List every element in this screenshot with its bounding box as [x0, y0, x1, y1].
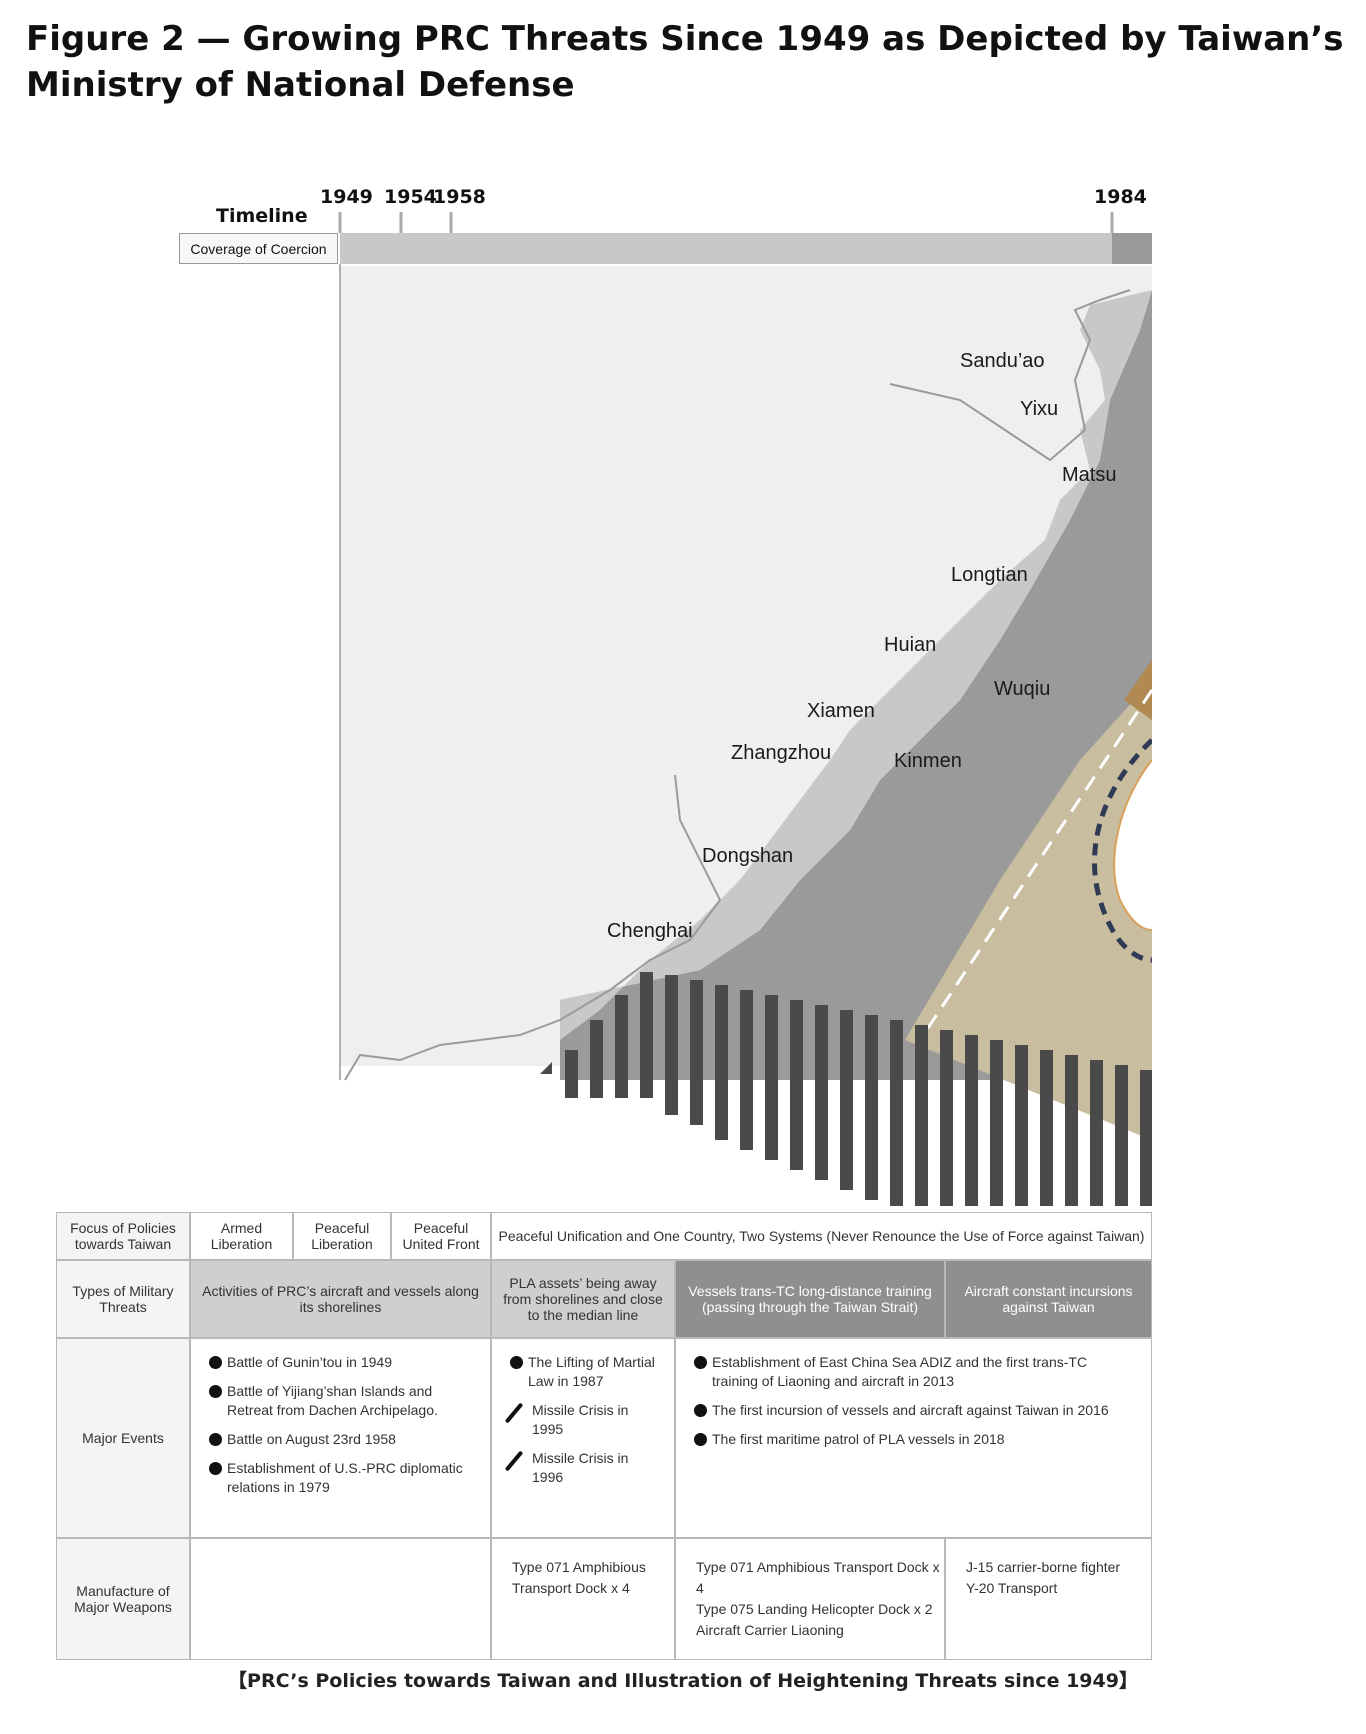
median-line: [918, 689, 1152, 1041]
threat-trans-tc: Vessels trans-TC long-distance training …: [675, 1260, 945, 1338]
row-head-threats: Types of Military Threats: [56, 1260, 190, 1338]
place-kinmen: Kinmen: [894, 750, 962, 772]
coverage-bar: [340, 233, 1112, 264]
row-head-weapons: Manufacture of Major Weapons: [56, 1538, 190, 1660]
bronze-zone: [1124, 660, 1152, 720]
row-head-events: Major Events: [56, 1338, 190, 1538]
figure-title: Figure 2 — Growing PRC Threats Since 194…: [26, 19, 1344, 105]
events-col1: Battle of Gunin’tou in 1949 Battle of Yi…: [190, 1338, 491, 1538]
event-item: Battle on August 23rd 1958: [209, 1430, 472, 1449]
adiz-boundary: [1092, 738, 1152, 963]
taiwan-zone: [905, 680, 1152, 1140]
weapon-item: J-15 carrier-borne fighter: [966, 1559, 1121, 1575]
policy-armed: Armed Liberation: [190, 1212, 293, 1260]
row-events: Major Events Battle of Gunin’tou in 1949…: [56, 1338, 1152, 1538]
events-col2: The Lifting of Martial Law in 1987 Missi…: [491, 1338, 675, 1538]
threat-shorelines: Activities of PRC’s aircraft and vessels…: [190, 1260, 491, 1338]
weapons-col3a: Type 071 Amphibious Transport Dock x 4 T…: [675, 1538, 945, 1660]
place-matsu: Matsu: [1062, 464, 1117, 486]
threat-map-graphic: [338, 212, 1152, 1206]
threat-stripes: [540, 972, 1152, 1206]
event-item: The first maritime patrol of PLA vessels…: [694, 1430, 1133, 1449]
place-zhangzhou: Zhangzhou: [731, 742, 832, 764]
policy-peaceful-liberation: Peaceful Liberation: [293, 1212, 391, 1260]
event-item: The Lifting of Martial Law in 1987: [510, 1353, 656, 1391]
year-1984: 1984: [1094, 186, 1147, 208]
coastline-south: [344, 774, 722, 1081]
policy-united-front: Peaceful United Front: [391, 1212, 491, 1260]
missile-event-item: Missile Crisis in 1995: [510, 1401, 656, 1439]
taiwan-outline: [1113, 759, 1152, 931]
place-huian: Huian: [884, 634, 937, 656]
weapons-col2: Type 071 Amphibious Transport Dock x 4: [491, 1538, 675, 1660]
weapon-item: Aircraft Carrier Liaoning: [696, 1622, 844, 1638]
weapons-col3b: J-15 carrier-borne fighter Y-20 Transpor…: [945, 1538, 1152, 1660]
missile-event-item: Missile Crisis in 1996: [510, 1449, 656, 1487]
weapon-item: Y-20 Transport: [966, 1580, 1058, 1596]
coverage-label: Coverage of Coercion: [179, 233, 338, 264]
coastline: [889, 289, 1131, 462]
place-longtian: Longtian: [951, 564, 1028, 586]
policy-table: Focus of Policies towards Taiwan Armed L…: [56, 1212, 1152, 1660]
place-chenghai: Chenghai: [607, 920, 693, 942]
place-dongshan: Dongshan: [702, 845, 794, 867]
row-threats: Types of Military Threats Activities of …: [56, 1260, 1152, 1338]
year-1958: 1958: [433, 186, 486, 208]
timeline-label: Timeline: [216, 205, 308, 227]
figure-caption: 【PRC’s Policies towards Taiwan and Illus…: [228, 1670, 1138, 1692]
threat-incursions: Aircraft constant incursions against Tai…: [945, 1260, 1152, 1338]
row-policies: Focus of Policies towards Taiwan Armed L…: [56, 1212, 1152, 1260]
policy-unification: Peaceful Unification and One Country, Tw…: [491, 1212, 1152, 1260]
year-1949: 1949: [320, 186, 373, 208]
year-1954: 1954: [384, 186, 437, 208]
place-xiamen: Xiamen: [807, 700, 875, 722]
event-item: Battle of Gunin’tou in 1949: [209, 1353, 472, 1372]
weapon-item: Type 071 Amphibious Transport Dock x 4: [512, 1559, 646, 1596]
event-item: Battle of Yijiang’shan Islands and Retre…: [209, 1382, 472, 1420]
event-item: Establishment of East China Sea ADIZ and…: [694, 1353, 1133, 1391]
weapon-item: Type 075 Landing Helicopter Dock x 2: [696, 1601, 933, 1617]
event-item: Establishment of U.S.-PRC diplomatic rel…: [209, 1459, 472, 1497]
place-sanduao: Sandu’ao: [960, 350, 1045, 372]
place-yixu: Yixu: [1020, 398, 1059, 420]
coverage-bar-post-1984: [1112, 233, 1152, 264]
threat-median-line: PLA assets’ being away from shorelines a…: [491, 1260, 675, 1338]
row-head-policies: Focus of Policies towards Taiwan: [56, 1212, 190, 1260]
place-wuqiu: Wuqiu: [994, 678, 1051, 700]
weapon-item: Type 071 Amphibious Transport Dock x 4: [696, 1559, 940, 1596]
event-item: The first incursion of vessels and aircr…: [694, 1401, 1133, 1420]
events-col3: Establishment of East China Sea ADIZ and…: [675, 1338, 1152, 1538]
weapons-col1: [190, 1538, 491, 1660]
row-weapons: Manufacture of Major Weapons Type 071 Am…: [56, 1538, 1152, 1660]
